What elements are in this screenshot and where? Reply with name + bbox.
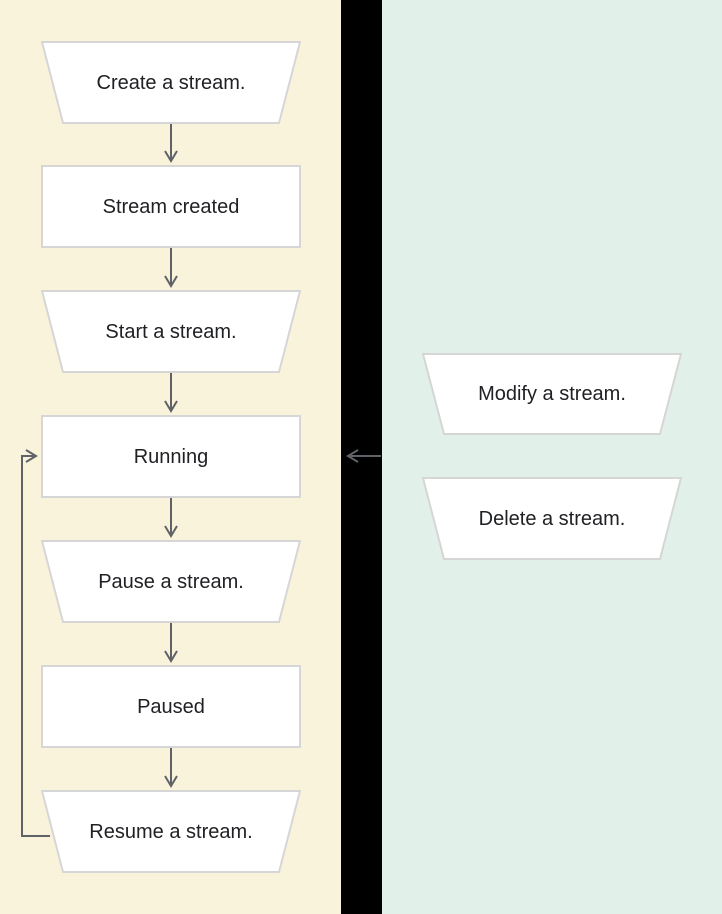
node-label: Delete a stream.	[478, 507, 626, 530]
trapezoid-shape	[422, 353, 682, 435]
node-paused: Paused	[41, 665, 301, 748]
node-modify-a-stream: Modify a stream.	[422, 353, 682, 435]
node-label: Resume a stream.	[89, 820, 253, 843]
node-label: Stream created	[102, 195, 240, 218]
node-label: Paused	[137, 695, 205, 718]
node-resume-a-stream: Resume a stream.	[41, 790, 301, 873]
node-create-a-stream: Create a stream.	[41, 41, 301, 124]
trapezoid-shape	[422, 477, 682, 560]
rectangle-shape	[41, 415, 301, 498]
trapezoid-shape	[41, 290, 301, 373]
trapezoid-shape	[41, 540, 301, 623]
node-pause-a-stream: Pause a stream.	[41, 540, 301, 623]
node-label: Pause a stream.	[98, 570, 244, 593]
node-start-a-stream: Start a stream.	[41, 290, 301, 373]
rectangle-shape	[41, 665, 301, 748]
node-label: Modify a stream.	[478, 383, 626, 405]
node-running: Running	[41, 415, 301, 498]
panel-divider	[341, 0, 382, 914]
actions-panel-background	[382, 0, 722, 914]
node-stream-created: Stream created	[41, 165, 301, 248]
trapezoid-shape	[41, 41, 301, 124]
node-delete-a-stream: Delete a stream.	[422, 477, 682, 560]
node-label: Create a stream.	[96, 71, 246, 94]
rectangle-shape	[41, 165, 301, 248]
node-label: Running	[133, 445, 209, 468]
trapezoid-shape	[41, 790, 301, 873]
node-label: Start a stream.	[105, 320, 237, 343]
